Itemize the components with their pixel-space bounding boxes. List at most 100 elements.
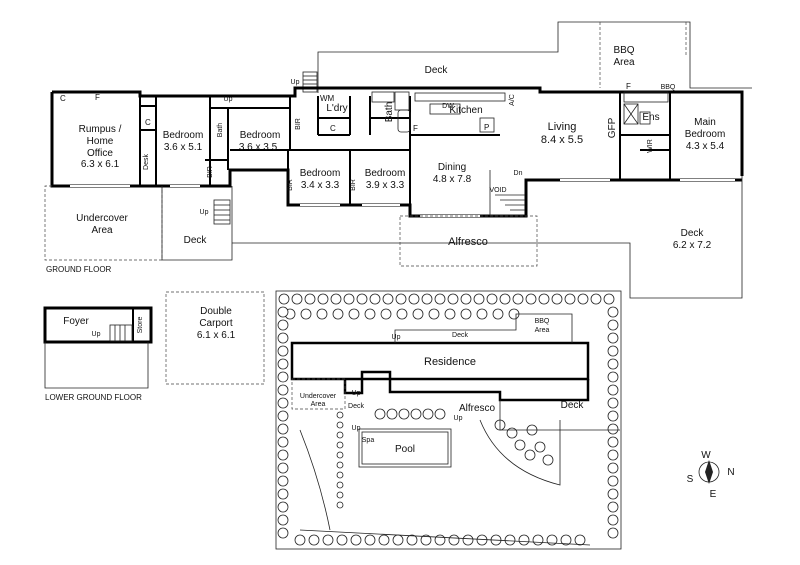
shrub xyxy=(364,308,376,320)
kitchen-label: Kitchen xyxy=(449,105,482,116)
site-bbq-label-2: Area xyxy=(535,327,550,334)
bedroom2-dim: 3.6 x 3.5 xyxy=(239,142,278,153)
shrub xyxy=(277,423,289,435)
site-plan: Residence Deck BBQ Area Up Undercover Ar… xyxy=(275,290,622,550)
bir-label-2: BIR xyxy=(295,118,302,130)
bbq-small-label: BBQ xyxy=(661,84,676,91)
shrub xyxy=(277,449,289,461)
compass-rose: W N S E xyxy=(687,450,735,500)
bath-label: Bath xyxy=(384,102,395,123)
shrub xyxy=(504,534,516,546)
shrub xyxy=(277,488,289,500)
void-stair xyxy=(489,170,525,216)
shrub xyxy=(277,319,289,331)
bedroom4-name: Bedroom xyxy=(365,168,406,179)
shrub xyxy=(607,488,619,500)
bir-label-1: BIR xyxy=(207,166,214,178)
foyer-walls xyxy=(43,306,153,344)
shrub xyxy=(607,397,619,409)
shrub xyxy=(277,527,289,539)
carport-name-2: Carport xyxy=(199,318,233,329)
desk-label: Desk xyxy=(143,154,150,170)
shrub xyxy=(277,358,289,370)
shrub xyxy=(607,332,619,344)
shrub xyxy=(350,534,362,546)
shrub xyxy=(378,534,390,546)
rumpus-name-3: Office xyxy=(87,148,113,159)
shrub xyxy=(514,439,526,451)
shrub xyxy=(462,534,474,546)
living-dim: 8.4 x 5.5 xyxy=(541,134,583,146)
ensuite-fixtures xyxy=(623,91,669,125)
bir-label-4: BIR xyxy=(350,179,357,191)
shrub xyxy=(473,293,485,305)
shrub xyxy=(336,534,348,546)
rumpus-name-2: Home xyxy=(87,136,114,147)
shrub xyxy=(336,491,344,499)
shrub xyxy=(277,475,289,487)
bedroom3-name: Bedroom xyxy=(300,168,341,179)
site-deck-left: Deck xyxy=(348,403,364,410)
cupboard-c-3: C xyxy=(330,124,336,133)
shrub xyxy=(392,534,404,546)
dining-dim: 4.8 x 7.8 xyxy=(433,174,472,185)
up-left-deck: Up xyxy=(200,209,209,216)
bbq-area-label-1: BBQ xyxy=(613,45,634,56)
shrub xyxy=(277,410,289,422)
lower-ground-floor-label: LOWER GROUND FLOOR xyxy=(45,393,142,402)
shrub xyxy=(542,454,554,466)
lower-ground-floor-plan: Foyer Up Store LOWER GROUND FLOOR Double… xyxy=(43,291,265,402)
site-undercover-2: Area xyxy=(311,401,326,408)
shrub xyxy=(300,308,312,320)
undercover-label-2: Area xyxy=(91,225,113,236)
shrub xyxy=(386,408,398,420)
shrub xyxy=(332,308,344,320)
shrub xyxy=(506,427,518,439)
shrub xyxy=(343,293,355,305)
bath-tub xyxy=(397,109,411,133)
bedroom1-name: Bedroom xyxy=(163,130,204,141)
shrub xyxy=(607,475,619,487)
alfresco-label: Alfresco xyxy=(448,236,488,248)
shrub xyxy=(364,534,376,546)
fridge-f-1: F xyxy=(95,93,100,102)
shrub xyxy=(421,293,433,305)
site-boundary xyxy=(275,290,622,550)
shrub xyxy=(499,293,511,305)
deck-big-name: Deck xyxy=(681,228,705,239)
shrub xyxy=(277,501,289,513)
shrub xyxy=(492,308,504,320)
shrub xyxy=(291,293,303,305)
up-hall: Up xyxy=(224,96,233,103)
shrub xyxy=(330,293,342,305)
shrub xyxy=(607,345,619,357)
bath-small-label: Bath xyxy=(217,123,224,138)
shrub xyxy=(486,293,498,305)
lower-left-deck xyxy=(161,186,233,261)
site-deck-right: Deck xyxy=(561,400,585,411)
interior-walls xyxy=(139,92,671,205)
pantry-p: P xyxy=(484,123,489,132)
ground-floor-plan: Deck BBQ Area C F Rumpus / Home Office 6… xyxy=(44,21,752,299)
shrub xyxy=(460,293,472,305)
shrub xyxy=(607,527,619,539)
shrub xyxy=(277,332,289,344)
cupboard-c-2: C xyxy=(145,118,151,127)
site-up-left: Up xyxy=(352,390,361,397)
shrub xyxy=(607,423,619,435)
shrub xyxy=(398,408,410,420)
deck-left-label: Deck xyxy=(184,235,208,246)
site-bbq-label-1: BBQ xyxy=(535,318,550,325)
shrub xyxy=(607,371,619,383)
shrub xyxy=(380,308,392,320)
shrub xyxy=(448,534,460,546)
compass-e: E xyxy=(710,489,717,500)
ac-label: A/C xyxy=(509,94,516,106)
shrub xyxy=(607,358,619,370)
shrub xyxy=(434,293,446,305)
rumpus-dim: 6.3 x 6.1 xyxy=(81,159,120,170)
shrub xyxy=(460,308,472,320)
shrub xyxy=(277,462,289,474)
deck-top-label: Deck xyxy=(425,65,449,76)
shrub xyxy=(410,408,422,420)
